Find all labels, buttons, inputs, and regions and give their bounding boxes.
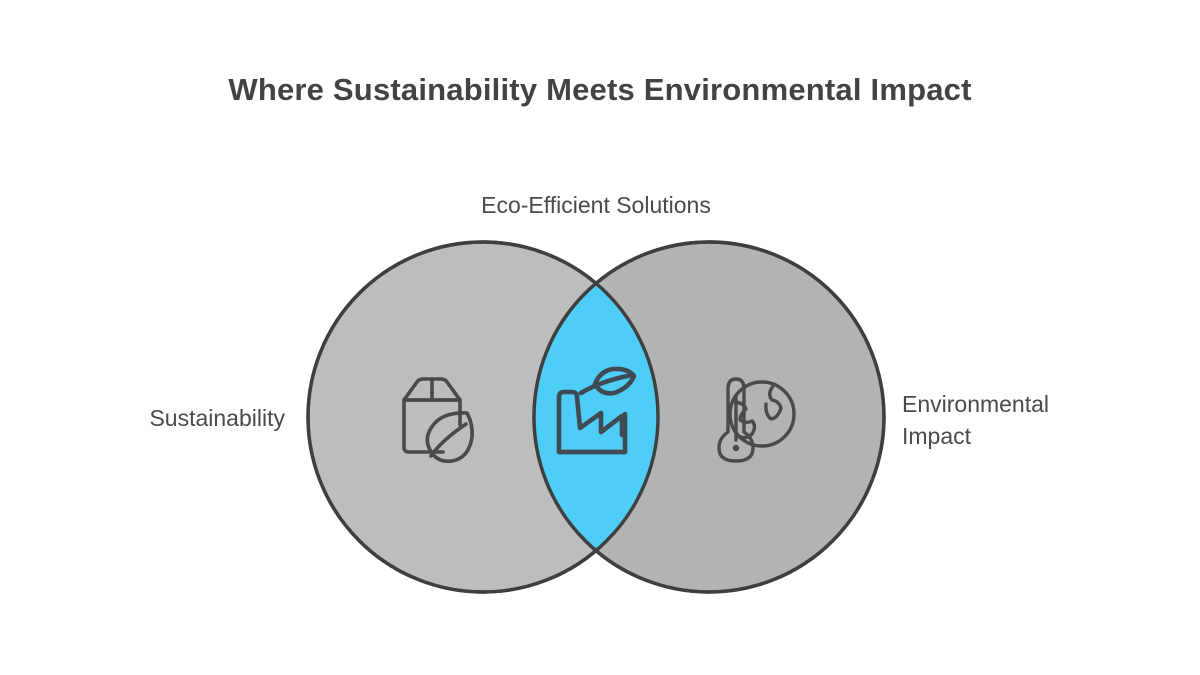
eco-package-icon bbox=[402, 377, 474, 464]
venn-circle-right-outline bbox=[532, 240, 886, 594]
venn-circle-left-outline bbox=[306, 240, 660, 594]
right-set-label-line2: Impact bbox=[902, 423, 972, 449]
page-title: Where Sustainability Meets Environmental… bbox=[228, 72, 972, 107]
right-set-label: Environmental Impact bbox=[902, 388, 1162, 452]
venn-intersection-region[interactable] bbox=[534, 242, 884, 592]
right-set-label-line1: Environmental bbox=[902, 391, 1050, 417]
left-set-label: Sustainability bbox=[149, 405, 285, 431]
thermometer-globe-icon bbox=[717, 377, 796, 463]
green-factory-icon bbox=[556, 366, 637, 455]
intersection-label: Eco-Efficient Solutions bbox=[481, 192, 711, 218]
